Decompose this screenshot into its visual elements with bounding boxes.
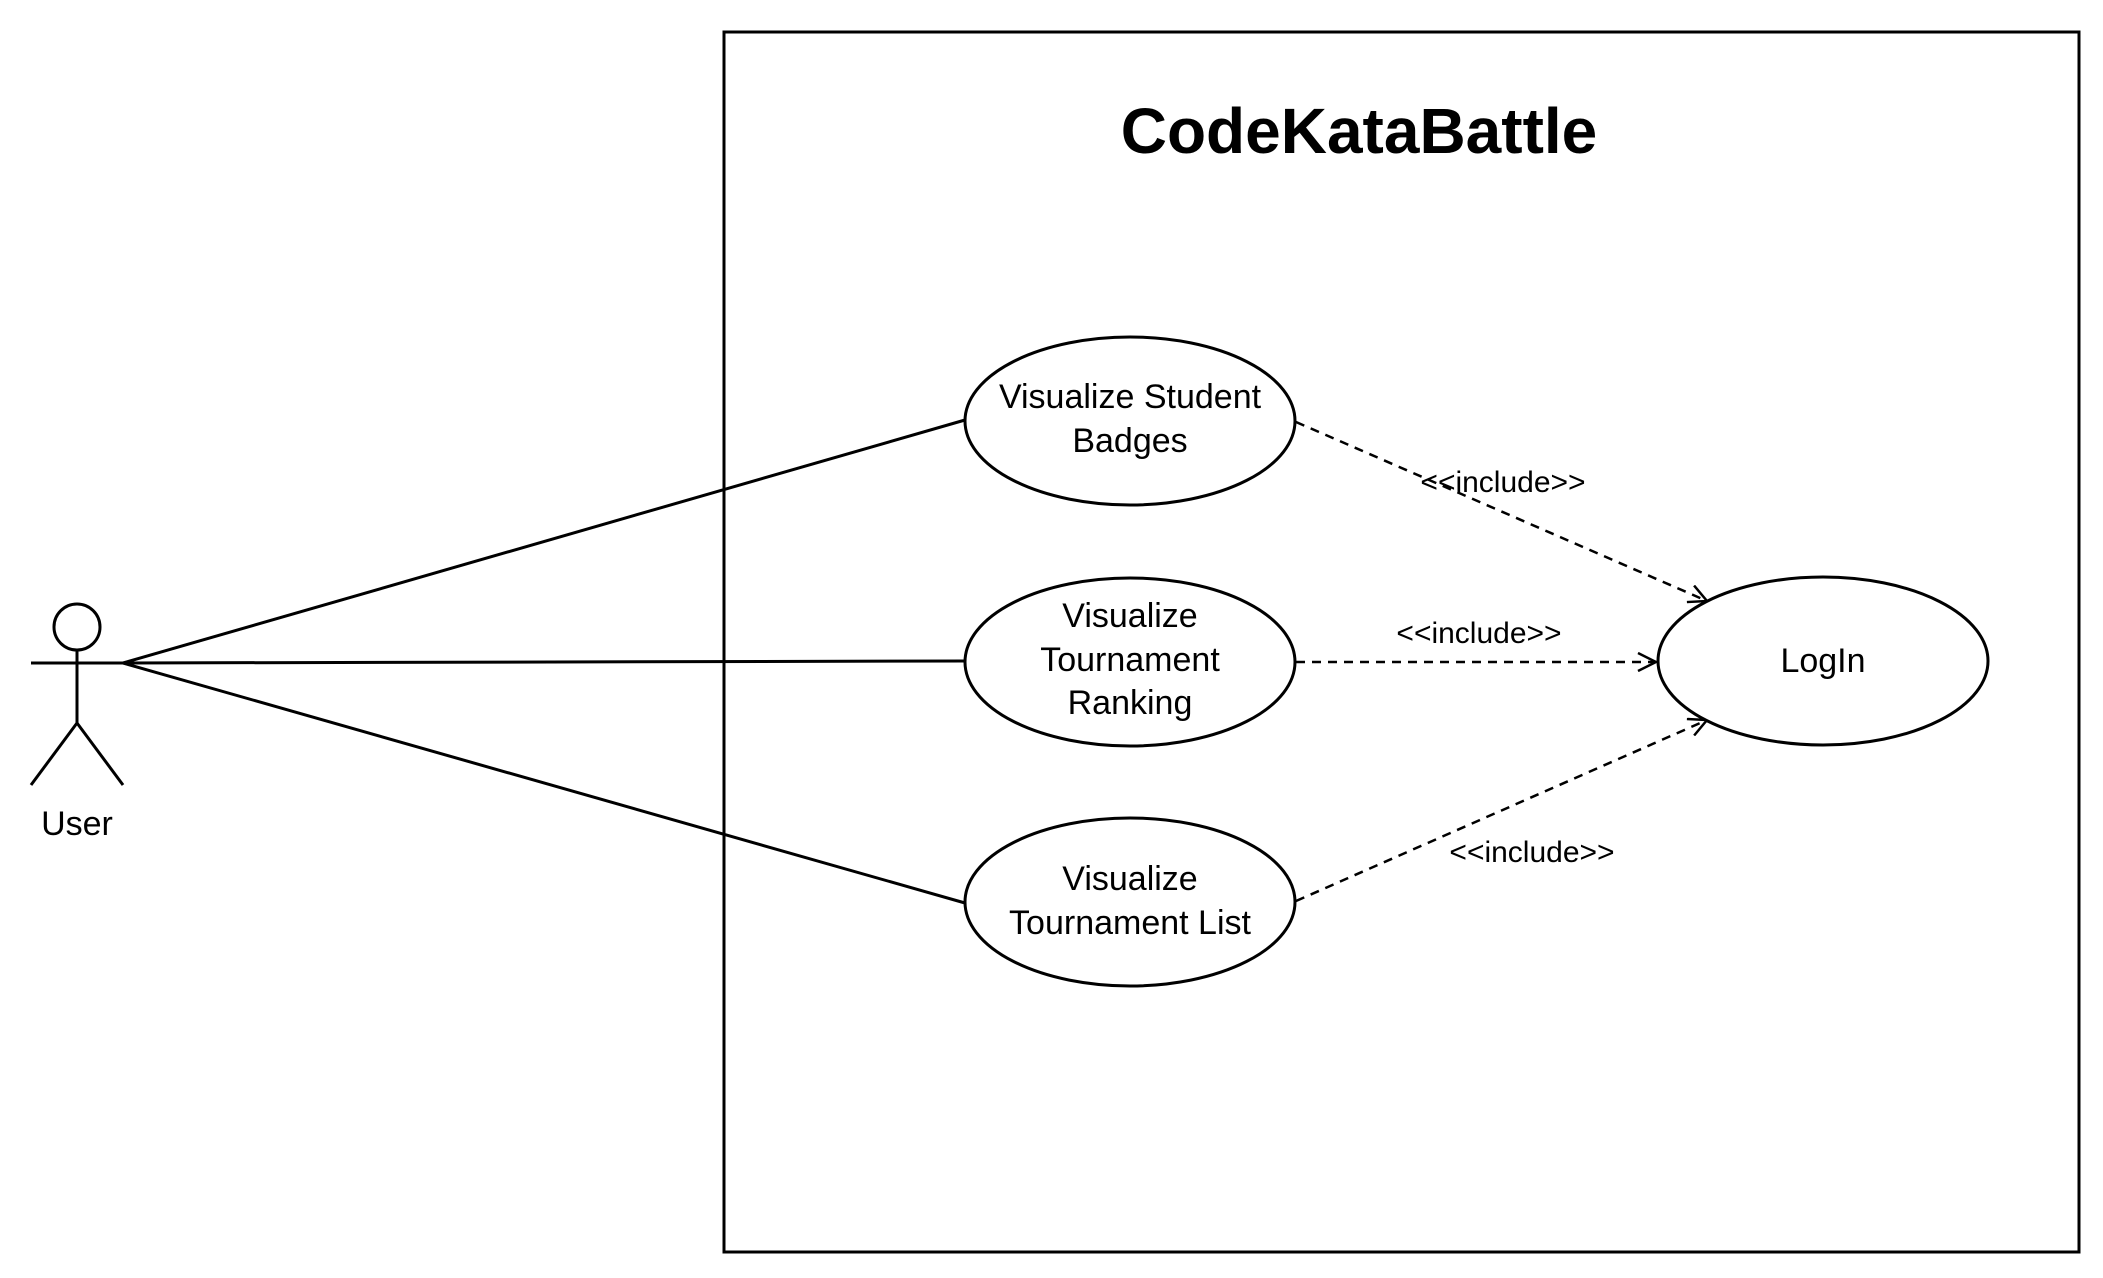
use-case-login[interactable]: LogIn	[1656, 575, 1990, 747]
use-case-tournament-ranking[interactable]: Visualize Tournament Ranking	[963, 576, 1297, 748]
association-user-ranking	[122, 659, 966, 665]
use-case-label: Visualize	[1062, 860, 1197, 898]
use-case-label: Badges	[1072, 422, 1187, 460]
actor-user: User	[29, 602, 125, 843]
actor-right-leg	[75, 722, 125, 786]
association-user-badges	[122, 418, 966, 665]
use-case-student-badges[interactable]: Visualize Student Badges	[963, 335, 1297, 507]
include-arrow-list-login	[1295, 720, 1707, 903]
use-case-label: Tournament List	[1009, 904, 1251, 942]
include-arrow-badges-login	[1295, 420, 1707, 601]
include-label-1: <<include>>	[1420, 466, 1585, 499]
use-case-label: Visualize	[1062, 597, 1197, 635]
actor-head	[52, 602, 102, 652]
use-case-label: LogIn	[1780, 642, 1865, 680]
use-case-label: Tournament	[1040, 641, 1220, 679]
use-case-tournament-list[interactable]: Visualize Tournament List	[963, 816, 1297, 988]
system-boundary	[722, 30, 2081, 1254]
use-case-shape	[963, 816, 1297, 988]
use-case-label: Ranking	[1068, 684, 1193, 722]
use-case-shape	[963, 335, 1297, 507]
actor-label: User	[41, 805, 113, 843]
system-title: CodeKataBattle	[1121, 95, 1598, 167]
use-case-shape	[963, 576, 1297, 748]
include-label-3: <<include>>	[1449, 836, 1614, 869]
association-user-list	[122, 661, 966, 905]
actor-left-leg	[29, 722, 79, 786]
use-case-label: Visualize Student	[999, 378, 1262, 416]
use-case-shape	[1656, 575, 1990, 747]
include-label-2: <<include>>	[1396, 617, 1561, 650]
